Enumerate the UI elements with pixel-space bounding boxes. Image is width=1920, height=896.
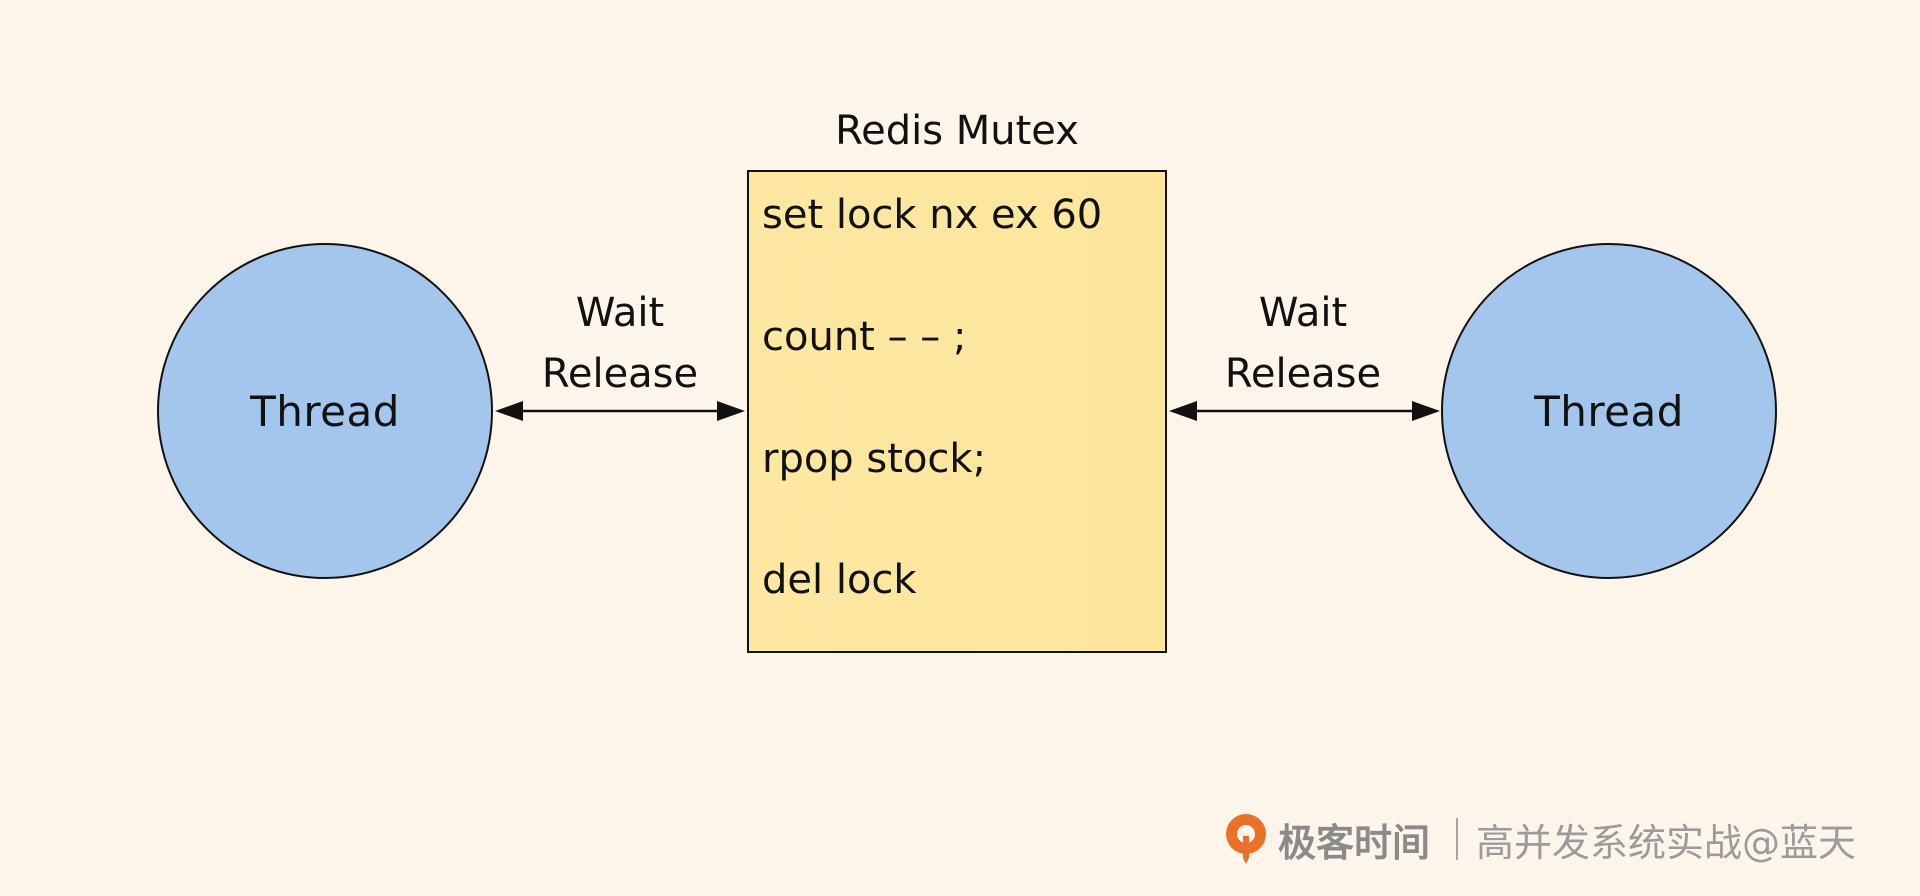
watermark-brand: 极客时间 xyxy=(1278,820,1431,865)
arrow-right-head-end xyxy=(1412,401,1440,421)
edge-label-right-wait: Wait xyxy=(1258,290,1348,336)
mutex-title: Redis Mutex xyxy=(835,108,1079,154)
mutex-line-count: count – – ; xyxy=(762,314,967,360)
geektime-logo-icon xyxy=(1226,814,1266,864)
mutex-line-del-lock: del lock xyxy=(762,557,917,603)
mutex-line-rpop: rpop stock; xyxy=(762,436,987,482)
thread-node-right: Thread xyxy=(1441,243,1777,579)
mutex-box: set lock nx ex 60 count – – ; rpop stock… xyxy=(747,170,1167,653)
arrow-left-head-end xyxy=(717,401,745,421)
thread-node-left: Thread xyxy=(157,243,493,579)
edge-label-left: Wait Release xyxy=(520,283,720,405)
thread-label-left: Thread xyxy=(250,386,400,436)
edge-label-right-release: Release xyxy=(1224,351,1382,397)
edge-label-right: Wait Release xyxy=(1203,283,1403,405)
arrow-left xyxy=(495,401,745,421)
arrow-left-head-start xyxy=(495,401,523,421)
watermark-course: 高并发系统实战@蓝天 xyxy=(1476,820,1857,865)
arrow-right xyxy=(1169,401,1440,421)
arrow-right-head-start xyxy=(1169,401,1197,421)
thread-label-right: Thread xyxy=(1534,386,1684,436)
edge-label-left-wait: Wait xyxy=(575,290,665,336)
mutex-line-set-lock: set lock nx ex 60 xyxy=(762,192,1103,238)
watermark: 极客时间 高并发系统实战@蓝天 xyxy=(1222,808,1856,870)
watermark-divider xyxy=(1456,818,1459,860)
edge-label-left-release: Release xyxy=(541,351,699,397)
